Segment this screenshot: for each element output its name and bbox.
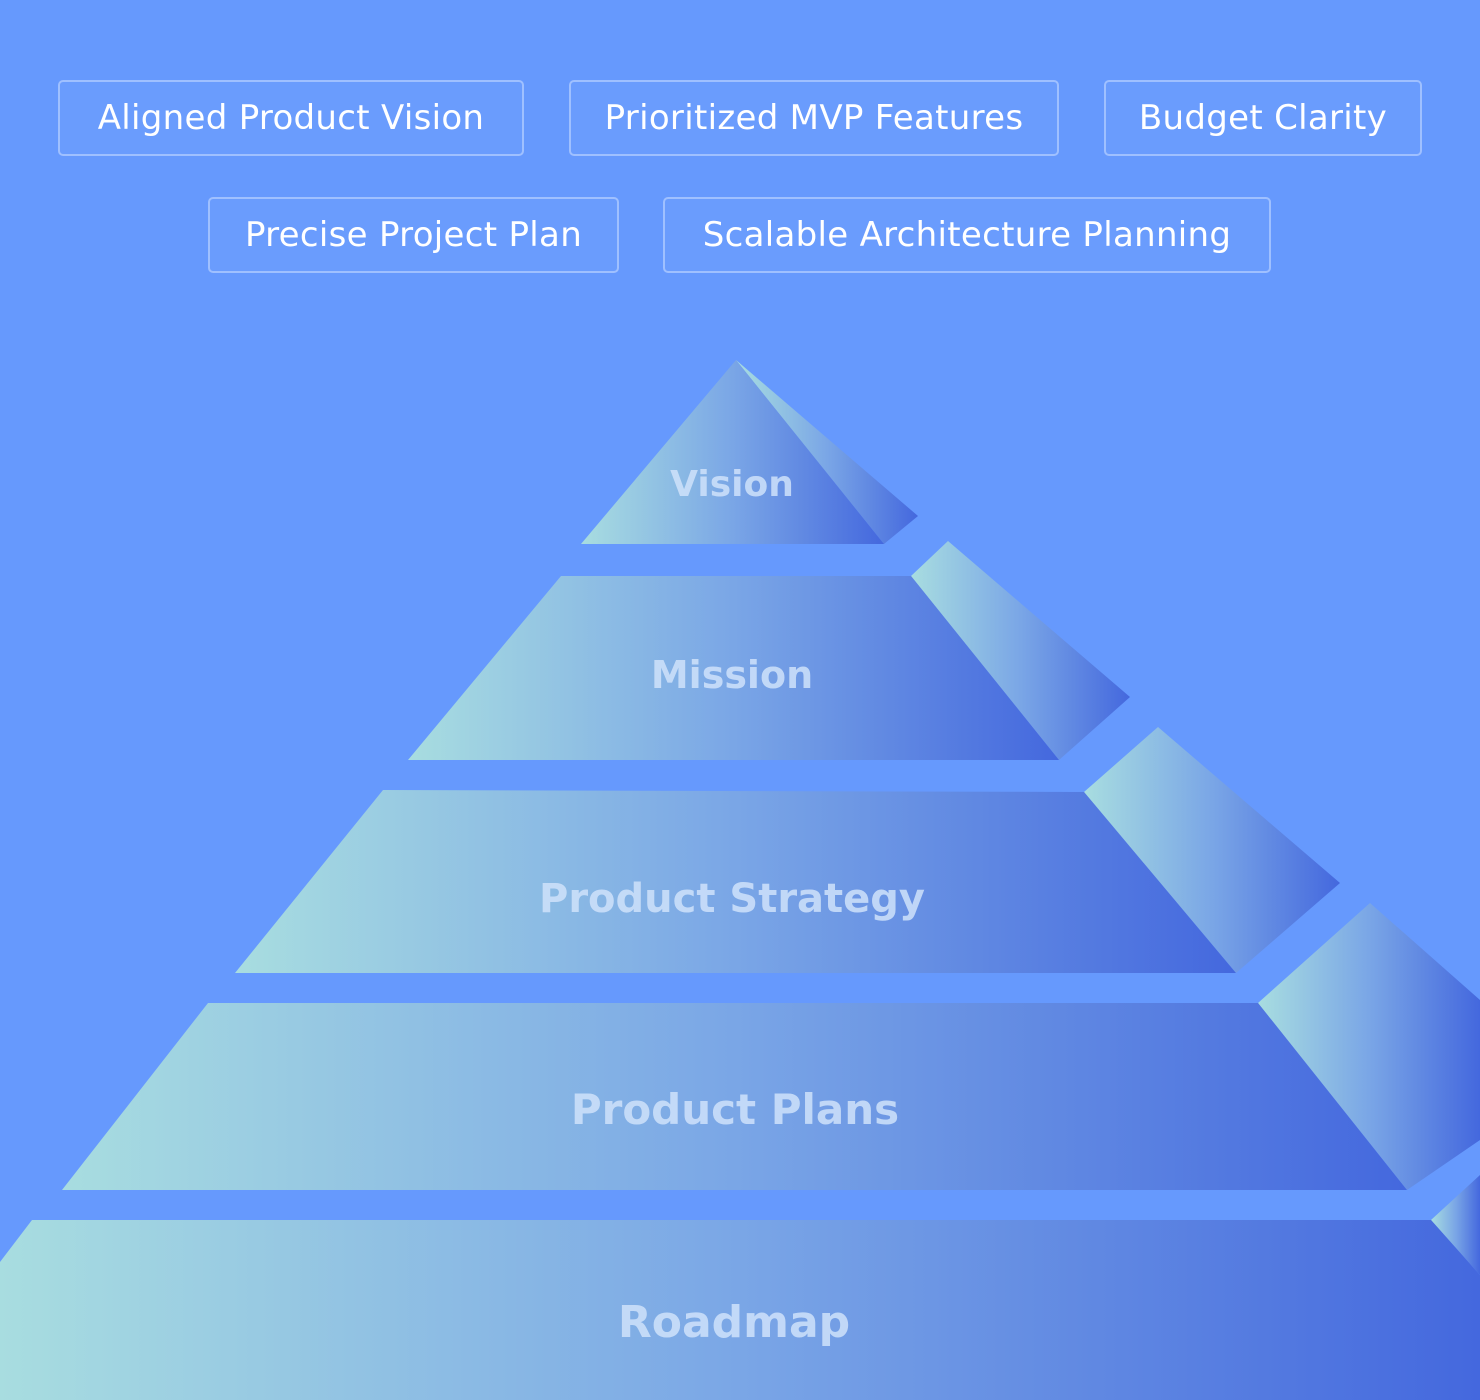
pyramid-level-product-plans: Product Plans bbox=[62, 903, 1480, 1190]
roadmap-side-face bbox=[1431, 1175, 1480, 1275]
strategy-side-face bbox=[1084, 727, 1340, 973]
strategy-front-face bbox=[235, 790, 1236, 973]
pyramid-level-product-strategy: Product Strategy bbox=[235, 727, 1340, 973]
pyramid-level-mission: Mission bbox=[408, 541, 1130, 760]
level-label-roadmap: Roadmap bbox=[618, 1297, 850, 1348]
pyramid-level-roadmap: Roadmap bbox=[0, 1175, 1480, 1400]
pyramid-level-vision: Vision bbox=[581, 360, 918, 544]
level-label-product-strategy: Product Strategy bbox=[539, 876, 925, 922]
outcome-tag-scalable-architecture-planning: Scalable Architecture Planning bbox=[663, 197, 1271, 273]
outcome-tag-budget-clarity: Budget Clarity bbox=[1104, 80, 1422, 156]
outcome-tag-prioritized-mvp-features: Prioritized MVP Features bbox=[569, 80, 1059, 156]
level-label-mission: Mission bbox=[651, 653, 813, 697]
plans-front-face bbox=[62, 1003, 1407, 1190]
plans-side-face bbox=[1258, 903, 1480, 1190]
level-label-vision: Vision bbox=[670, 464, 794, 505]
vision-front-face bbox=[581, 360, 884, 544]
mission-side-face bbox=[911, 541, 1130, 760]
roadmap-front-face bbox=[0, 1220, 1480, 1400]
outcome-tag-precise-project-plan: Precise Project Plan bbox=[208, 197, 619, 273]
vision-side-face bbox=[736, 360, 918, 544]
level-label-product-plans: Product Plans bbox=[571, 1085, 899, 1134]
mission-front-face bbox=[408, 576, 1059, 760]
outcome-tag-aligned-product-vision: Aligned Product Vision bbox=[58, 80, 524, 156]
